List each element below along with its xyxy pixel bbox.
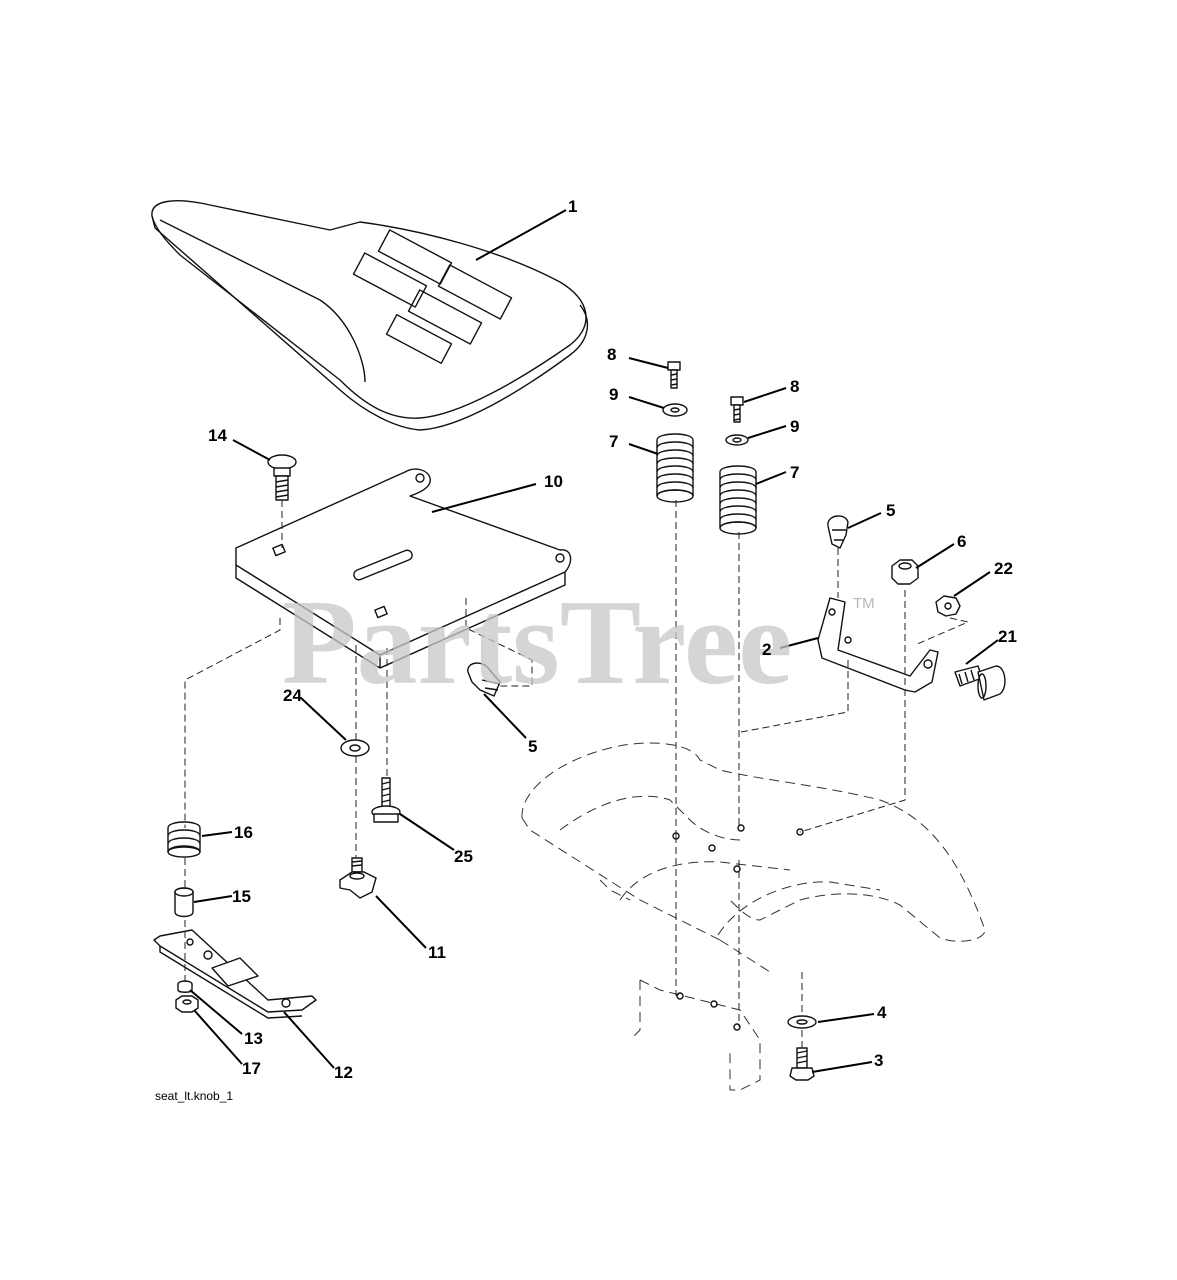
seat-clip-left-part [467, 662, 501, 697]
callout-13: 13 [244, 1029, 263, 1048]
callout-6: 6 [957, 532, 966, 551]
callout-10: 10 [544, 472, 563, 491]
callout-17: 17 [242, 1059, 261, 1078]
callout-22: 22 [994, 559, 1013, 578]
hex-bolt-part [789, 1047, 815, 1081]
assembly-lines [184, 500, 970, 1048]
seat-part [151, 200, 589, 431]
seat-knob-part [339, 857, 377, 899]
callout-8-left: 8 [607, 345, 616, 364]
callout-2: 2 [762, 640, 771, 659]
tractor-frame-part [521, 742, 986, 1091]
carriage-bolt-part [267, 454, 297, 501]
diagram-caption: seat_lt.knob_1 [155, 1089, 233, 1103]
callout-3: 3 [874, 1051, 883, 1070]
callout-21: 21 [998, 627, 1017, 646]
adjustment-plate-part [153, 929, 317, 1019]
callout-16: 16 [234, 823, 253, 842]
callout-14: 14 [208, 426, 227, 445]
flat-washer-4-part [787, 1015, 817, 1029]
callout-5-right: 5 [886, 501, 895, 520]
spacer-13-part [177, 980, 193, 993]
bracket-part [817, 597, 939, 693]
callout-9-left: 9 [609, 385, 618, 404]
callout-11: 11 [428, 943, 446, 962]
svg-text:TM: TM [853, 595, 875, 612]
callout-7-left: 7 [609, 432, 618, 451]
callout-8-right: 8 [790, 377, 799, 396]
shoulder-bolt-part [954, 665, 1006, 701]
callout-9-right: 9 [790, 417, 799, 436]
shoulder-bolt-25-part [371, 777, 401, 823]
callout-5-left: 5 [528, 737, 537, 756]
svg-text:PartsTree: PartsTree [282, 575, 792, 710]
spring-stack-right [719, 396, 757, 535]
callout-1: 1 [568, 197, 577, 216]
callout-15: 15 [232, 887, 251, 906]
seat-pan-part [235, 468, 572, 669]
callout-labels: 1 14 10 8 9 7 8 9 7 5 6 22 2 21 24 5 16 … [208, 197, 1017, 1082]
callout-4: 4 [877, 1003, 887, 1022]
callout-25: 25 [454, 847, 473, 866]
flat-washer-part [340, 739, 370, 757]
flange-nut-part [175, 995, 199, 1013]
callout-24: 24 [283, 686, 302, 705]
callout-12: 12 [334, 1063, 353, 1082]
lock-nut-part [935, 595, 961, 617]
spacer-part [174, 887, 194, 918]
seat-clip-right-part [827, 515, 849, 549]
hex-nut-part [891, 559, 919, 585]
knob-spring-part [167, 821, 201, 858]
leader-lines [189, 209, 999, 1073]
spring-stack-left [656, 361, 694, 503]
partstree-watermark: PartsTree TM [282, 575, 875, 710]
callout-7-right: 7 [790, 463, 799, 482]
